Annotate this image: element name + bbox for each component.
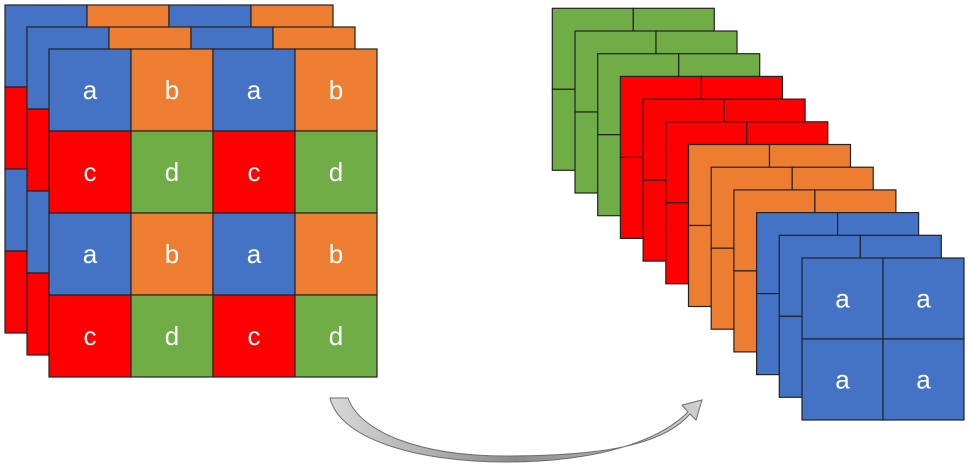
input-cell-d — [294, 130, 378, 214]
input-cell-label: d — [165, 157, 179, 187]
curved-arrow-icon — [329, 397, 703, 463]
input-cell-label: d — [165, 321, 179, 351]
input-cell-label: a — [247, 239, 262, 269]
input-cell-label: c — [84, 157, 97, 187]
input-cell-label: d — [329, 157, 343, 187]
output-cell-a — [882, 257, 965, 340]
input-tensor-stack: a b a b c d c d a b a b c d c d — [4, 4, 378, 378]
output-cell-label: a — [916, 284, 931, 314]
input-cell-b — [294, 48, 378, 132]
input-cell-c — [212, 130, 296, 214]
input-cell-label: c — [84, 321, 97, 351]
input-cell-c — [48, 294, 132, 378]
output-cell-a — [882, 338, 965, 421]
input-cell-label: c — [248, 321, 261, 351]
input-cell-label: b — [329, 239, 343, 269]
input-cell-c — [48, 130, 132, 214]
output-cell-label: a — [916, 365, 931, 395]
input-cell-label: a — [247, 75, 262, 105]
input-cell-b — [294, 212, 378, 296]
transform-arrow — [329, 397, 703, 463]
input-cell-a — [212, 212, 296, 296]
input-cell-c — [212, 294, 296, 378]
input-cell-d — [130, 294, 214, 378]
input-cell-b — [130, 212, 214, 296]
input-cell-label: c — [248, 157, 261, 187]
input-cell-label: d — [329, 321, 343, 351]
input-cell-label: a — [83, 75, 98, 105]
input-cell-d — [294, 294, 378, 378]
input-cell-label: b — [329, 75, 343, 105]
output-tensor-stack: a a a a — [551, 7, 965, 421]
input-layer-3: a b a b c d c d a b a b c d c d — [48, 48, 378, 378]
input-cell-d — [130, 130, 214, 214]
output-layer-a-12: a a a a — [801, 257, 965, 421]
input-cell-label: a — [83, 239, 98, 269]
input-cell-label: b — [165, 239, 179, 269]
output-cell-label: a — [835, 365, 850, 395]
output-cell-label: a — [835, 284, 850, 314]
input-cell-label: b — [165, 75, 179, 105]
output-cell-a — [801, 338, 884, 421]
